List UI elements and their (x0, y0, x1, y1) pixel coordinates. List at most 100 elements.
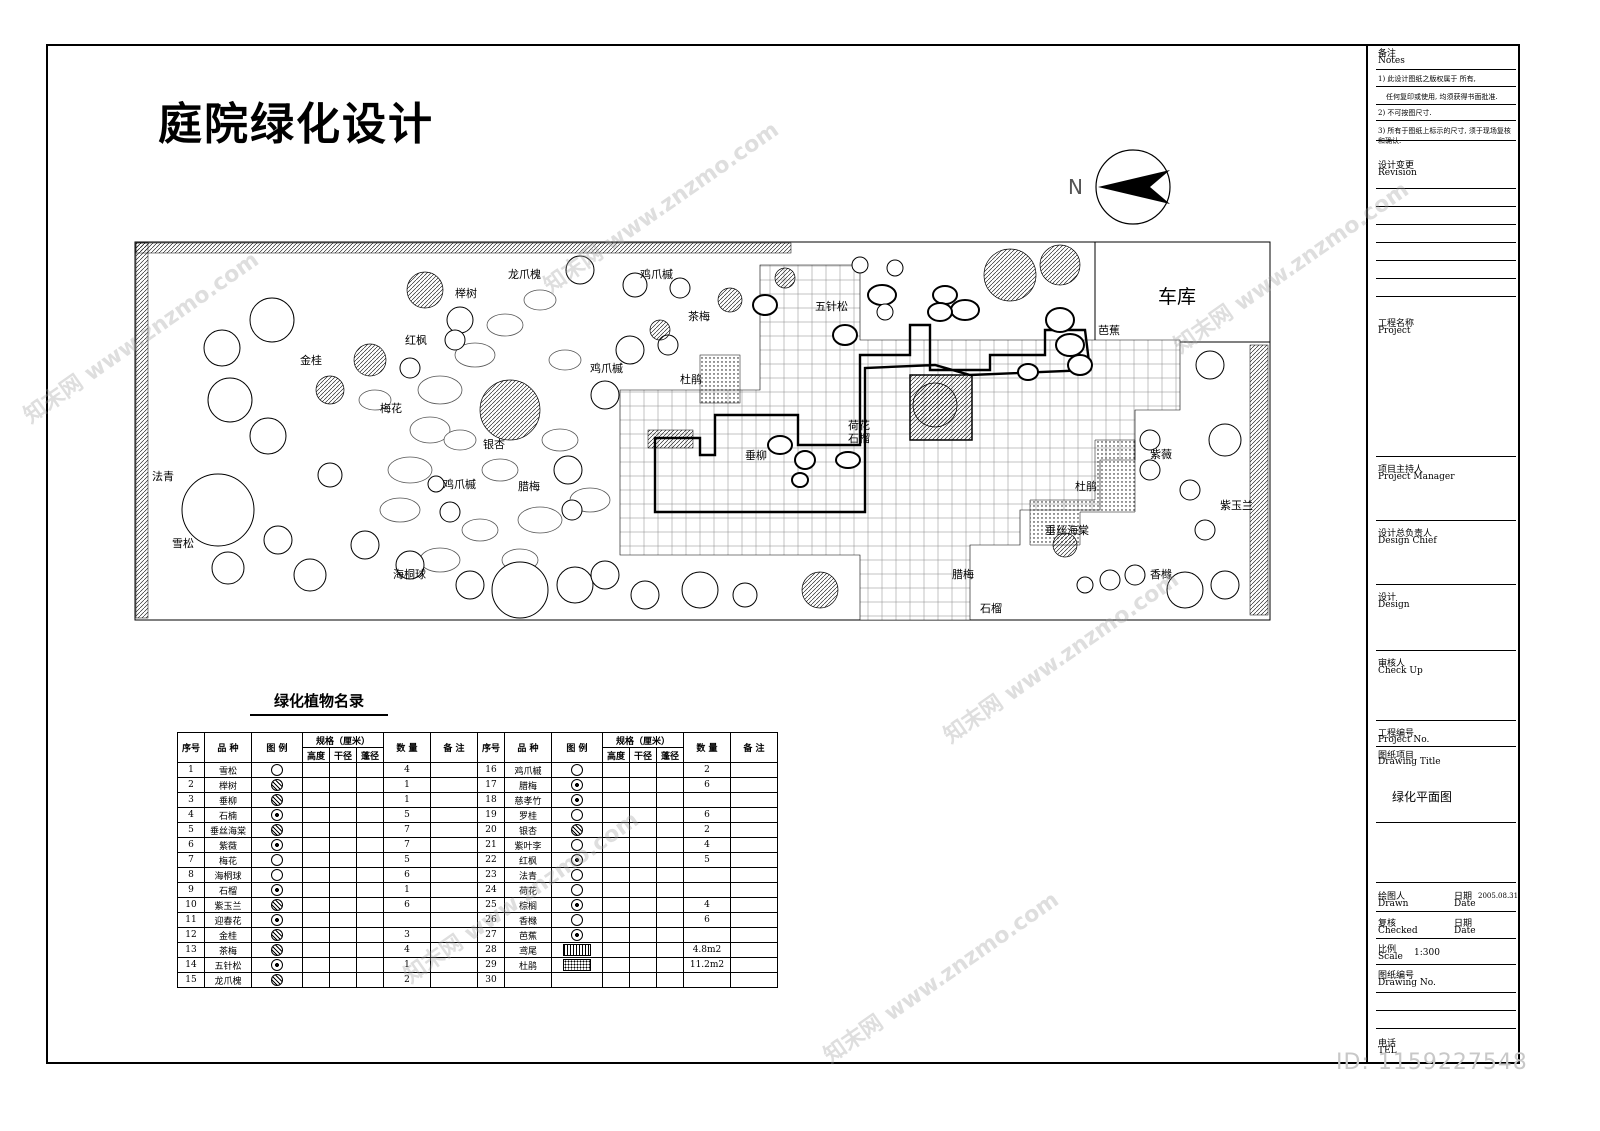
cell-empty (730, 942, 778, 958)
cell-no: 30 (477, 972, 505, 988)
plan-label: 鸡爪槭 (640, 268, 673, 281)
col-legend: 图 例 (251, 732, 303, 763)
note-3: 3) 所有于图纸上标示的尺寸, 须于现场复核和确认. (1378, 127, 1511, 145)
cell-qty: 4.8m2 (683, 942, 731, 958)
cell-empty (356, 912, 384, 928)
date-value: 2005.08.31 (1478, 892, 1519, 900)
cell-legend (251, 867, 303, 883)
cell-empty (430, 927, 478, 943)
plan-label: 金桂 (300, 354, 322, 367)
cell-empty (602, 837, 630, 853)
cell-legend (551, 762, 603, 778)
cell-name: 榉树 (204, 777, 252, 793)
plant-symbol-icon (571, 764, 583, 776)
cell-empty (302, 867, 330, 883)
cell-name: 海桐球 (204, 867, 252, 883)
cell-empty (602, 957, 630, 973)
cell-empty (629, 792, 657, 808)
cell-empty (356, 762, 384, 778)
plan-label: 紫薇 (1150, 448, 1172, 461)
plant-symbol-icon (271, 944, 283, 956)
cell-empty (602, 927, 630, 943)
plant-symbol-icon (571, 839, 583, 851)
cell-empty (656, 792, 684, 808)
col-name: 品 种 (504, 732, 552, 763)
rockery (752, 284, 1093, 488)
cell-qty: 4 (383, 762, 431, 778)
cell-legend (251, 897, 303, 913)
plan-label: 雪松 (172, 537, 194, 550)
cell-empty (629, 837, 657, 853)
plan-label: 鸡爪槭 (443, 478, 476, 491)
cell-legend (251, 972, 303, 988)
cell-name (504, 972, 552, 988)
cell-qty (683, 867, 731, 883)
cell-legend (551, 897, 603, 913)
plant-symbol-icon (563, 944, 591, 956)
cell-empty (302, 927, 330, 943)
cell-empty (602, 882, 630, 898)
plan-label: 红枫 (405, 334, 427, 347)
dwgno-label-cn: 图纸编号 (1378, 971, 1415, 981)
cell-empty (430, 912, 478, 928)
plant-symbol-icon (271, 929, 283, 941)
cell-no: 23 (477, 867, 505, 883)
cell-empty (356, 882, 384, 898)
cell-empty (302, 972, 330, 988)
cell-qty: 5 (383, 852, 431, 868)
cell-empty (602, 807, 630, 823)
cell-empty (302, 852, 330, 868)
cell-no: 15 (177, 972, 205, 988)
cell-legend (551, 927, 603, 943)
plant-symbol-icon (271, 884, 283, 896)
scale-label-cn: 比例 (1378, 945, 1397, 955)
plant-symbol-icon (571, 824, 583, 836)
cell-qty: 1 (383, 777, 431, 793)
cell-empty (656, 927, 684, 943)
cell-no: 6 (177, 837, 205, 853)
cell-qty: 4 (683, 837, 731, 853)
cell-no: 10 (177, 897, 205, 913)
date-label-cn: 日期 (1454, 892, 1473, 902)
cell-no: 9 (177, 882, 205, 898)
tree-symbols (181, 255, 1242, 619)
cell-legend (251, 807, 303, 823)
cell-empty (656, 822, 684, 838)
cell-name: 垂柳 (204, 792, 252, 808)
cell-qty: 4 (683, 897, 731, 913)
cell-no: 27 (477, 927, 505, 943)
cell-name: 罗桂 (504, 807, 552, 823)
cell-qty: 1 (383, 882, 431, 898)
cell-empty (656, 942, 684, 958)
cell-qty: 3 (383, 927, 431, 943)
cell-empty (302, 762, 330, 778)
checked-label-en: Checked (1378, 926, 1418, 936)
plant-symbol-icon (571, 794, 583, 806)
cell-qty: 6 (683, 777, 731, 793)
plan-label: 紫玉兰 (1220, 499, 1253, 512)
cell-empty (329, 777, 357, 793)
cell-empty (356, 792, 384, 808)
tel-label-cn: 电话 (1378, 1039, 1397, 1049)
cell-name: 紫薇 (204, 837, 252, 853)
col-no: 序号 (177, 732, 205, 763)
cell-empty (329, 942, 357, 958)
cell-qty: 5 (383, 807, 431, 823)
cell-empty (356, 942, 384, 958)
cell-empty (302, 912, 330, 928)
cell-empty (629, 852, 657, 868)
cell-qty (683, 882, 731, 898)
cell-empty (430, 972, 478, 988)
cell-empty (656, 777, 684, 793)
dtitle-label-cn: 图纸项目 (1378, 751, 1415, 761)
cell-empty (656, 762, 684, 778)
plan-label: 腊梅 (518, 480, 540, 493)
cell-qty: 1 (383, 792, 431, 808)
cell-empty (602, 822, 630, 838)
cell-no: 28 (477, 942, 505, 958)
cell-empty (302, 882, 330, 898)
cell-empty (629, 972, 657, 988)
